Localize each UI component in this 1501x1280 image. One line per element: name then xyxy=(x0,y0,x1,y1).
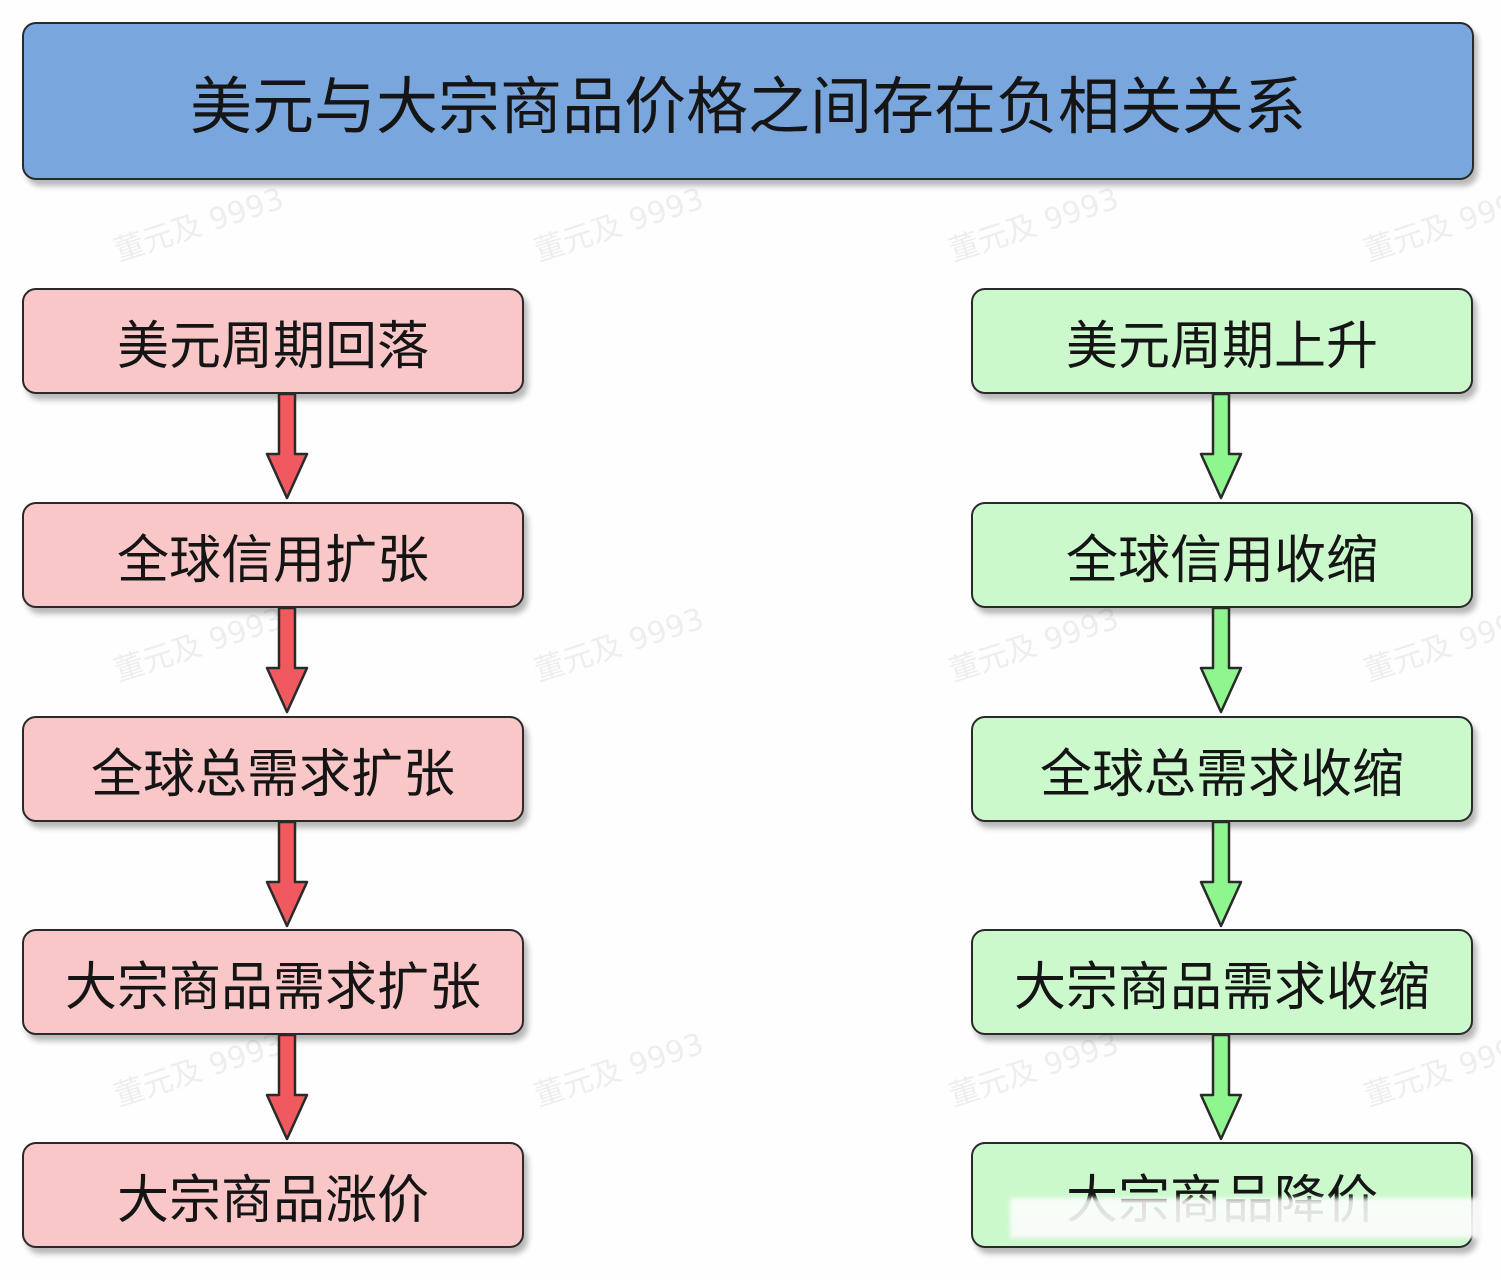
watermark: 董元及 9993 xyxy=(109,601,289,690)
left-step-2: 全球信用扩张 xyxy=(22,502,524,608)
right-step-4: 大宗商品需求收缩 xyxy=(971,929,1473,1035)
left-step-1: 美元周期回落 xyxy=(22,288,524,394)
left-step-5: 大宗商品涨价 xyxy=(22,1142,524,1248)
watermark: 董元及 9993 xyxy=(529,601,709,690)
right-step-3: 全球总需求收缩 xyxy=(971,716,1473,822)
watermark: 董元及 9993 xyxy=(529,1026,709,1115)
right-step-2: 全球信用收缩 xyxy=(971,502,1473,608)
left-step-4: 大宗商品需求扩张 xyxy=(22,929,524,1035)
left-down-arrow xyxy=(265,1033,309,1141)
right-down-arrow xyxy=(1199,820,1243,928)
blurred-overlay xyxy=(1010,1198,1480,1238)
watermark: 董元及 9993 xyxy=(944,181,1124,270)
left-down-arrow xyxy=(265,820,309,928)
left-down-arrow xyxy=(265,392,309,500)
left-down-arrow xyxy=(265,606,309,714)
left-step-3: 全球总需求扩张 xyxy=(22,716,524,822)
watermark: 董元及 9993 xyxy=(944,601,1124,690)
watermark: 董元及 9993 xyxy=(1359,181,1501,270)
watermark: 董元及 9993 xyxy=(529,181,709,270)
right-step-1: 美元周期上升 xyxy=(971,288,1473,394)
right-down-arrow xyxy=(1199,392,1243,500)
right-down-arrow xyxy=(1199,1033,1243,1141)
watermark: 董元及 9993 xyxy=(109,181,289,270)
diagram-title: 美元与大宗商品价格之间存在负相关关系 xyxy=(22,22,1474,180)
watermark: 董元及 9993 xyxy=(1359,601,1501,690)
right-down-arrow xyxy=(1199,606,1243,714)
